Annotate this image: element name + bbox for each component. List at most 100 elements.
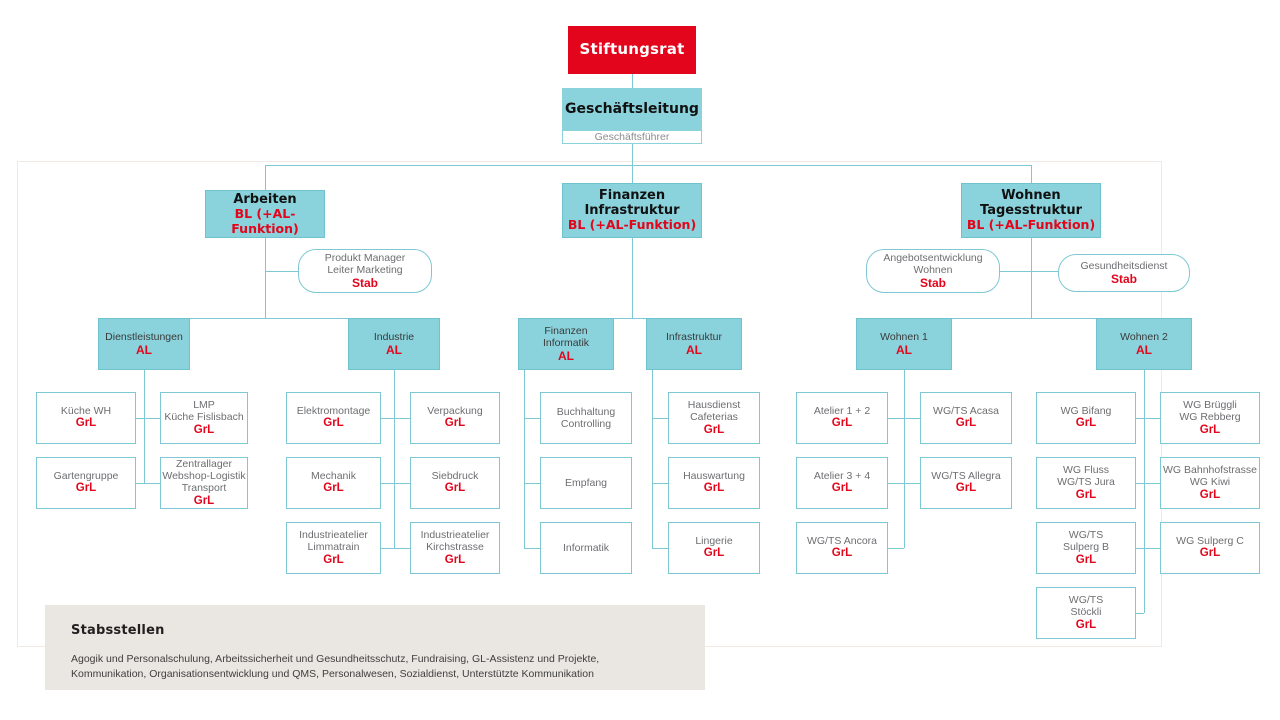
node-wg-ts-sulperg-b-line-1: Sulperg B bbox=[1062, 541, 1110, 554]
node-industrieatelier-kirchstrasse-role: GrL bbox=[444, 553, 466, 566]
node-industrieatelier-limmatrain-role: GrL bbox=[323, 553, 344, 566]
node-wg-ts-stoeckli-role: GrL bbox=[1075, 618, 1097, 631]
node-wg-brueggli-rebberg-line-0: WG Brüggli bbox=[1183, 398, 1237, 411]
connector-leaf bbox=[904, 483, 920, 484]
node-wg-ts-acasa-line-0: WG/TS Acasa bbox=[933, 405, 999, 418]
node-atelier-3-4-line-0: Atelier 3 + 4 bbox=[813, 470, 871, 483]
connector-leaf bbox=[524, 418, 540, 419]
connector-dept-down bbox=[1144, 370, 1145, 418]
node-produkt-manager-line-1: Leiter Marketing bbox=[327, 263, 403, 276]
connector-root-to-gl bbox=[632, 74, 633, 88]
connector-leaf bbox=[1136, 613, 1144, 614]
node-industrie-line-0: Industrie bbox=[373, 330, 415, 343]
node-mechanik-line-0: Mechanik bbox=[311, 470, 356, 483]
connector-leaf bbox=[381, 483, 394, 484]
node-wg-ts-stoeckli-line-1: Stöckli bbox=[1070, 606, 1102, 619]
node-dienstleistungen-role: AL bbox=[136, 343, 152, 358]
node-wg-bifang-role: GrL bbox=[1075, 417, 1097, 430]
node-wg-bahnhofstrasse-kiwi-line-0: WG Bahnhofstrasse bbox=[1163, 463, 1257, 476]
node-lmp-kueche-fislisbach-line-1: Küche Fislisbach bbox=[164, 411, 244, 424]
node-industrieatelier-limmatrain-line-1: Limmatrain bbox=[307, 541, 360, 554]
node-wg-ts-stoeckli-line-0: WG/TS bbox=[1068, 593, 1104, 606]
node-wohnen-1-role: AL bbox=[896, 343, 912, 358]
connector-dept-down bbox=[904, 370, 905, 418]
node-industrieatelier-limmatrain-line-0: Industrieatelier bbox=[299, 528, 368, 541]
node-finanzen-informatik-role: AL bbox=[558, 349, 574, 364]
connector-leaf bbox=[381, 548, 394, 549]
node-kueche-wh-line-0: Küche WH bbox=[60, 405, 112, 418]
connector-bus-arbeiten bbox=[265, 165, 266, 190]
node-lingerie-line-0: Lingerie bbox=[695, 535, 733, 548]
connector-arbeiten-dept-bus bbox=[144, 318, 394, 319]
connector-leaf-spine bbox=[394, 418, 395, 548]
connector-finanzen-dept-bus bbox=[566, 318, 694, 319]
connector-dept-down bbox=[394, 370, 395, 418]
node-empfang-line-0: Empfang bbox=[564, 476, 608, 489]
connector-leaf bbox=[1136, 418, 1144, 419]
node-dienstleistungen-line-0: Dienstleistungen bbox=[105, 330, 183, 343]
connector-arbeiten-to-stab bbox=[265, 271, 298, 272]
node-wg-fluss-jura-line-1: WG/TS Jura bbox=[1057, 476, 1115, 489]
node-zentrallager-line-1: Webshop-Logistik bbox=[162, 470, 246, 483]
connector-leaf bbox=[144, 483, 160, 484]
connector-leaf bbox=[888, 483, 904, 484]
node-produkt-manager-line-0: Produkt Manager bbox=[324, 251, 406, 264]
node-empfang[interactable]: Empfang bbox=[540, 457, 632, 509]
node-arbeiten-line-0: Arbeiten bbox=[233, 191, 297, 207]
connector-wohnen-dept-bus bbox=[904, 318, 1144, 319]
node-wg-ts-sulperg-b-role: GrL bbox=[1075, 553, 1097, 566]
connector-leaf-spine bbox=[524, 418, 525, 548]
connector-gl-down bbox=[632, 144, 633, 165]
connector-leaf bbox=[394, 418, 410, 419]
node-arbeiten-role: BL (+AL-Funktion) bbox=[231, 205, 299, 236]
node-wg-ts-sulperg-b-line-0: WG/TS bbox=[1068, 528, 1104, 541]
node-zentrallager-role: GrL bbox=[193, 494, 215, 507]
node-wohnen-1-line-0: Wohnen 1 bbox=[880, 330, 928, 343]
node-zentrallager-line-0: Zentrallager bbox=[175, 457, 233, 470]
node-informatik[interactable]: Informatik bbox=[540, 522, 632, 574]
node-stiftungsrat[interactable]: Stiftungsrat bbox=[568, 26, 696, 74]
node-informatik-line-0: Informatik bbox=[562, 541, 610, 554]
node-hausdienst-cafeterias-role: GrL bbox=[703, 423, 725, 436]
node-wg-bahnhofstrasse-kiwi-role: GrL bbox=[1199, 488, 1221, 501]
